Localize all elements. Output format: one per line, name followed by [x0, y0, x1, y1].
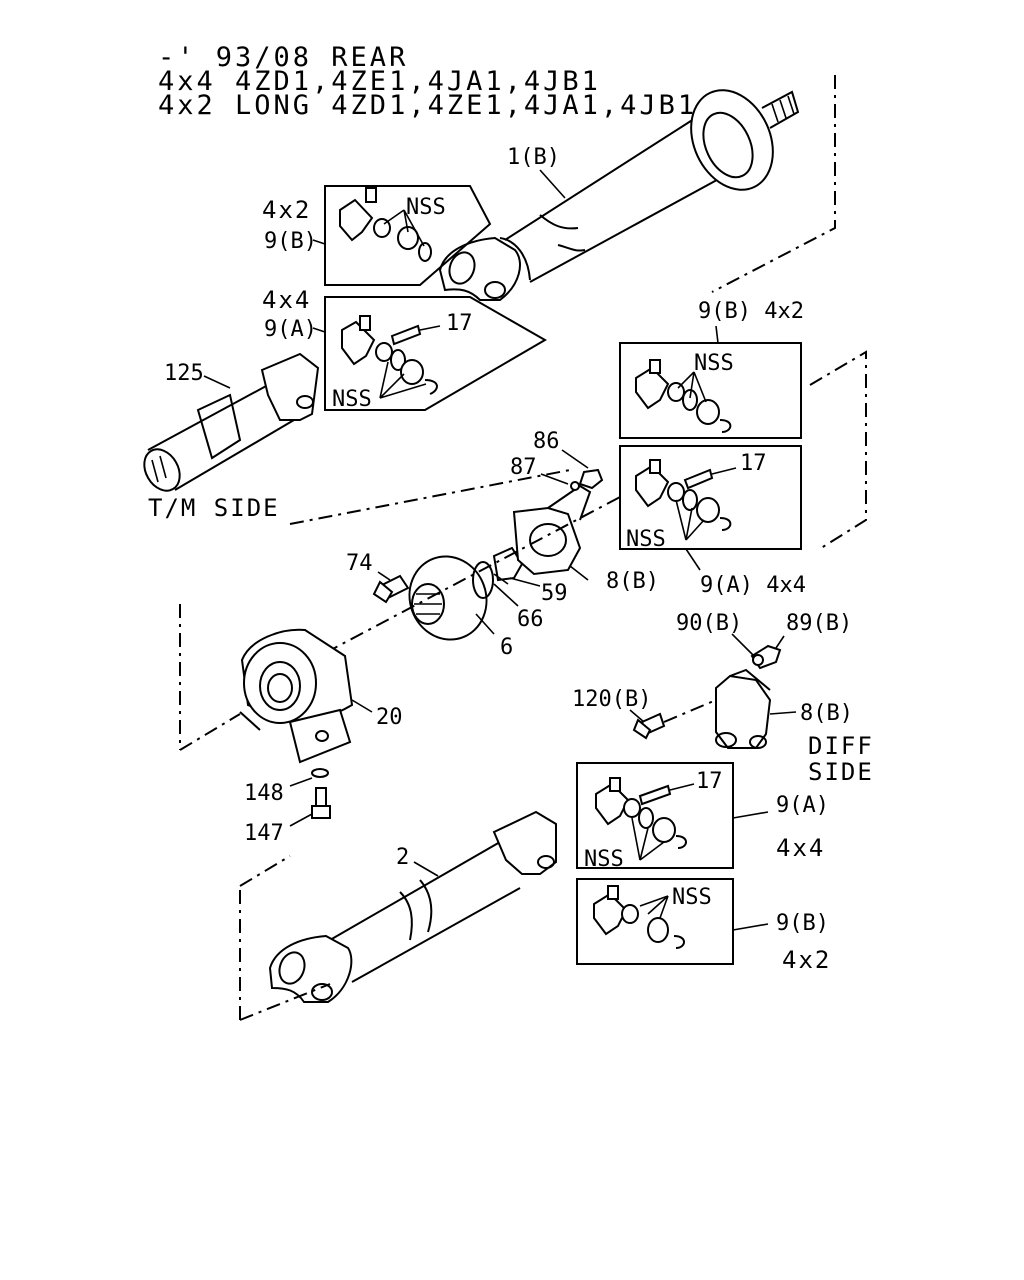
center-bearing-support-20	[239, 628, 354, 764]
callout-9a-right-header: 9(A) 4x4	[700, 573, 806, 598]
label-diff-side-2: SIDE	[808, 758, 874, 786]
callout-125: 125	[164, 361, 204, 386]
flange-yoke-8b-mid	[512, 484, 592, 576]
universal-joint-kit-9b-right	[635, 359, 732, 433]
front-propeller-shaft-2	[268, 810, 557, 1003]
callout-nss-right-top: NSS	[694, 351, 734, 376]
callout-20: 20	[376, 705, 403, 730]
kit-box-9a-low	[576, 762, 734, 869]
label-diff-side-1: DIFF	[808, 732, 874, 760]
callout-89b: 89(B)	[786, 611, 852, 636]
callout-nss-low-2: NSS	[672, 885, 712, 910]
callout-4x2-low: 4x2	[782, 946, 831, 974]
callout-9b-right-header: 9(B) 4x2	[698, 299, 804, 324]
callout-nss-low-1: NSS	[584, 847, 624, 872]
callout-nss-top: NSS	[406, 195, 446, 220]
kit-box-9b-top	[324, 185, 492, 286]
universal-joint-kit-9b-low	[593, 885, 685, 949]
callout-1b: 1(B)	[507, 145, 560, 170]
callout-90b: 90(B)	[676, 611, 742, 636]
callout-120b: 120(B)	[572, 687, 651, 712]
label-tm-side: T/M SIDE	[148, 494, 280, 522]
bolt-74	[372, 574, 410, 604]
bolt-120b	[632, 712, 666, 740]
washer-148	[311, 768, 329, 778]
callout-87: 87	[510, 455, 537, 480]
rear-propeller-shaft-1b	[438, 89, 800, 301]
callout-147: 147	[244, 821, 284, 846]
header-line-1: -' 93/08 REAR	[158, 42, 408, 73]
kit-box-9b-right	[619, 342, 802, 439]
callout-nss-left: NSS	[332, 387, 372, 412]
header-line-2: 4x4 4ZD1,4ZE1,4JA1,4JB1	[158, 66, 601, 97]
callout-8b-low: 8(B)	[800, 701, 853, 726]
callout-59: 59	[541, 581, 568, 606]
callout-4x4-left: 4x4	[262, 286, 311, 314]
callout-74: 74	[346, 551, 373, 576]
callout-148: 148	[244, 781, 284, 806]
washer-87	[570, 481, 580, 491]
universal-joint-kit-9a-right	[635, 459, 732, 531]
callout-17-low: 17	[696, 769, 723, 794]
callout-4x4-low: 4x4	[776, 834, 825, 862]
callout-86: 86	[533, 429, 560, 454]
nut-86	[578, 468, 604, 490]
callout-66: 66	[517, 607, 544, 632]
callout-9b-top: 9(B)	[264, 229, 317, 254]
callout-8b-mid: 8(B)	[606, 569, 659, 594]
washer-90b	[752, 654, 764, 666]
washer-66	[472, 561, 494, 599]
callout-nss-right-bottom: NSS	[626, 527, 666, 552]
flange-yoke-8b-diff	[715, 668, 772, 749]
slip-yoke-shaft-125	[143, 352, 320, 492]
universal-joint-kit-9a-low	[595, 777, 687, 849]
callout-6: 6	[500, 635, 513, 660]
callout-2: 2	[396, 845, 409, 870]
callout-9b-low: 9(B)	[776, 911, 829, 936]
callout-17-right: 17	[740, 451, 767, 476]
kit-box-9a-right	[619, 445, 802, 550]
bolt-147	[311, 787, 331, 819]
callout-4x2-top: 4x2	[262, 196, 311, 224]
universal-joint-kit-9a-left	[341, 315, 438, 395]
callout-9a-left: 9(A)	[264, 317, 317, 342]
kit-box-9a-left	[324, 296, 547, 411]
callout-17-left: 17	[446, 311, 473, 336]
header-line-3: 4x2 LONG 4ZD1,4ZE1,4JA1,4JB1	[158, 90, 697, 121]
callout-9a-low: 9(A)	[776, 793, 829, 818]
kit-box-9b-low	[576, 878, 734, 965]
